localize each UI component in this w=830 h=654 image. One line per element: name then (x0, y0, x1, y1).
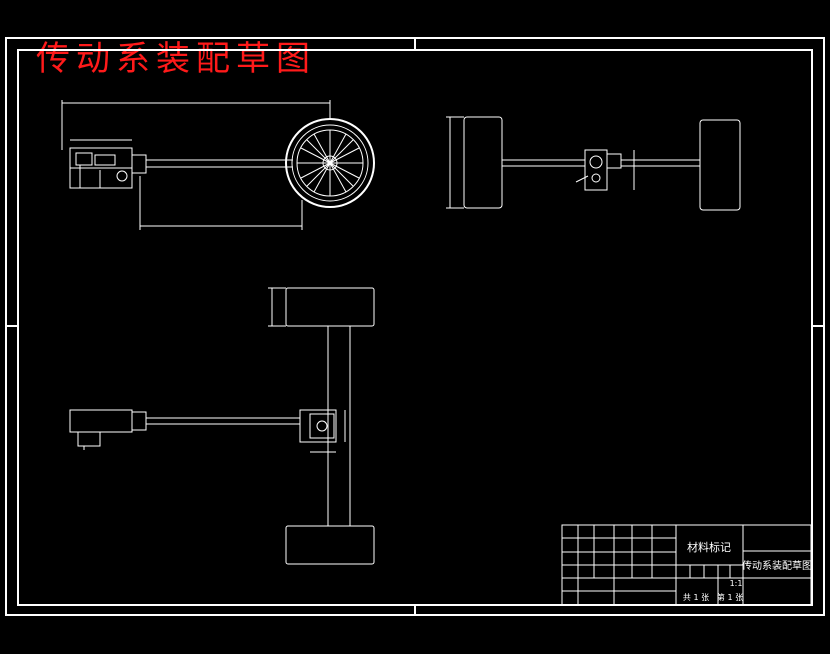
material-label: 材料标记 (687, 540, 731, 554)
sheet-border (5, 37, 825, 616)
drawing-name: 传动系装配草图 (742, 559, 812, 572)
front-view (446, 116, 741, 211)
top-view (69, 287, 375, 565)
sheet-number: 第 1 张 (717, 592, 743, 602)
scale-value: 1:1 (730, 579, 743, 588)
side-view (61, 100, 375, 230)
wheel-spokes (285, 118, 375, 208)
drawing-title: 传动系装配草图 (36, 39, 316, 79)
sheet-count: 共 1 张 (683, 593, 709, 602)
title-block: 材料标记 传动系装配草图 1:1 共 1 张 第 1 张 (561, 524, 812, 606)
